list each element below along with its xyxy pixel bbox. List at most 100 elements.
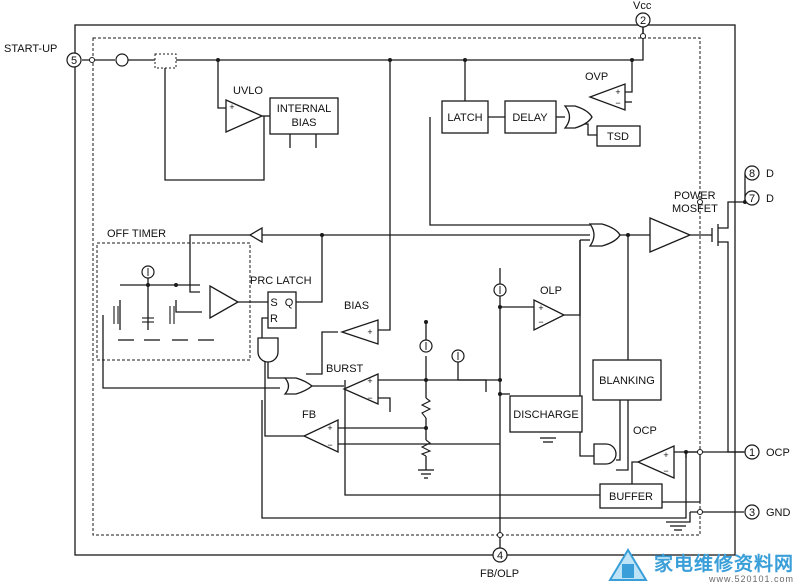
delay-block: [504, 100, 557, 134]
watermark-logo-icon: [608, 548, 648, 581]
prc-q-out: [296, 235, 323, 303]
bias-comparator: [339, 319, 379, 345]
startup-switch: [154, 53, 177, 69]
ovp-label: OVP: [585, 71, 608, 83]
power-mosfet-label-1: POWER: [674, 190, 716, 202]
pin-d8-name: D: [766, 168, 774, 180]
pin-vcc-name: Vcc: [633, 0, 652, 12]
timer-mosfets: [113, 306, 175, 324]
internal-bias-block: [269, 97, 339, 135]
blanking-label: BLANKING: [599, 375, 655, 387]
pin-d7-name: D: [766, 193, 774, 205]
buffer-block: [599, 483, 663, 509]
pin-3-circle: [744, 504, 760, 520]
pin-node-2: [640, 33, 646, 39]
resistors: [420, 397, 432, 457]
chip-boundary: [92, 37, 701, 536]
burst-comparator: [342, 373, 379, 405]
timer-input: [102, 315, 280, 389]
burst-ref: [378, 397, 391, 412]
pin-fb-name: FB/OLP: [480, 568, 519, 580]
timer-inverter-out: [189, 234, 252, 293]
pin-8-number: 8: [749, 168, 755, 180]
latch-block: [441, 100, 489, 134]
prc-r-label: R: [270, 313, 278, 325]
burst-minus: −: [367, 393, 372, 403]
prc-q-label: Q: [285, 297, 294, 309]
pin-2-number: 2: [640, 15, 646, 27]
ovp-feed: [625, 60, 633, 93]
pin-7-circle: [744, 190, 760, 206]
olp-label: OLP: [540, 285, 562, 297]
pin-node-1: [697, 449, 703, 455]
pin-5-circle: [66, 52, 82, 68]
prc-and-gate: [257, 337, 279, 363]
blanking-block: [592, 359, 662, 401]
pin-1-number: 1: [749, 447, 755, 459]
current-source-arrows: [147, 268, 501, 360]
pin-node-3: [697, 509, 703, 515]
prc-r: [261, 317, 268, 341]
pin-node-4: [497, 532, 503, 538]
drive-or-gate: [588, 223, 621, 247]
fb-minus: −: [327, 440, 332, 450]
bias-label: BIAS: [344, 300, 369, 312]
prc-latch-block: [267, 291, 297, 329]
buffer-label: BUFFER: [609, 491, 653, 503]
discharge-label: DISCHARGE: [513, 409, 578, 421]
uvlo-comparator: [225, 98, 264, 134]
driver-buffer: [649, 217, 692, 253]
ocp-gate-out: [579, 240, 594, 457]
tsd-block: [596, 125, 641, 147]
fb-plus: +: [327, 423, 332, 433]
mosfet-drain: [718, 173, 746, 229]
watermark-url: www.520101.com: [708, 574, 794, 584]
pin-4-circle: [492, 547, 508, 563]
ocp-comparator: [636, 444, 675, 480]
pin-2-circle: [635, 12, 651, 28]
timer-cmp-in: [175, 300, 202, 313]
pin-node-5: [89, 57, 95, 63]
power-mosfet-label-2: MOSFET: [672, 203, 718, 215]
uvlo-label: UVLO: [233, 85, 263, 97]
ovp-minus: −: [615, 98, 620, 108]
prc-latch-label: PRC LATCH: [250, 275, 312, 287]
vcc-rail: [176, 24, 644, 61]
and-out: [267, 360, 285, 379]
ocp-cmp-out: [631, 461, 638, 492]
driver-feedback: [616, 235, 629, 471]
latch-label: LATCH: [447, 112, 482, 124]
uvlo-loop: [164, 68, 265, 181]
bias-cmp-rail: [378, 60, 391, 331]
bottom-return: [261, 400, 687, 519]
pin-ocp-name: OCP: [766, 447, 790, 459]
burst-label: BURST: [326, 363, 364, 375]
burst-sw-2: [458, 379, 487, 392]
pin-4-number: 4: [497, 550, 503, 562]
tsd-label: TSD: [607, 131, 629, 143]
pin-8-circle: [744, 165, 760, 181]
buffer-out: [344, 380, 600, 496]
off-timer-label: OFF TIMER: [107, 228, 166, 240]
ocp-label: OCP: [633, 425, 657, 437]
bias-cmp-out: [306, 331, 338, 375]
olp-minus: −: [538, 317, 543, 327]
blanking-out: [616, 400, 621, 461]
uvlo-feed: [217, 60, 226, 109]
discharge-block: [509, 395, 583, 433]
fb-label: FB: [302, 409, 316, 421]
latch-down: [429, 117, 590, 226]
olp-out: [564, 240, 581, 316]
ocp-and-gate: [593, 443, 617, 465]
pin-startup-name: START-UP: [4, 43, 57, 55]
gnd-sym: [666, 512, 691, 523]
pin-7-number: 7: [749, 193, 755, 205]
bias-plus: +: [367, 327, 372, 337]
timer-inverter: [248, 226, 263, 244]
ground-symbols: [118, 339, 556, 479]
pin-gnd-name: GND: [766, 507, 791, 519]
pin-node-d: [697, 199, 703, 205]
junction-dots: [146, 58, 747, 454]
olp-plus: +: [538, 303, 543, 313]
